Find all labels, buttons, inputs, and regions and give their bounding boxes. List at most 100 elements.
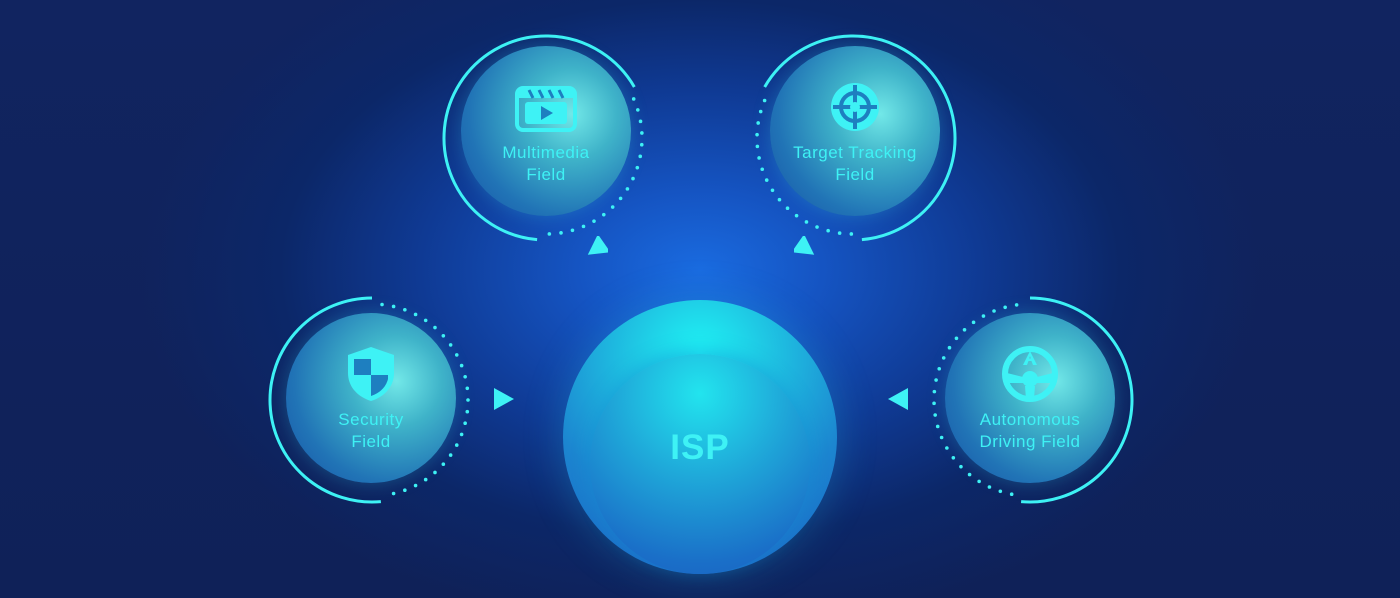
video-player-icon (515, 86, 577, 132)
ring-dot (760, 167, 765, 172)
ring-dot (755, 144, 760, 149)
target-tracking-field-label: Target Tracking Field (793, 143, 917, 184)
ring-dot (636, 108, 640, 112)
ring-dot (945, 446, 949, 450)
ring-dot (380, 302, 384, 307)
ring-dot (635, 165, 640, 170)
ring-dot (785, 206, 790, 211)
ring-dot (954, 336, 959, 341)
ring-dot (941, 356, 946, 360)
ring-dot (631, 97, 636, 101)
ring-dot (987, 485, 992, 489)
ring-dot (466, 398, 470, 402)
multimedia-arrow-icon (587, 236, 608, 255)
ring-dot (391, 304, 396, 309)
target-ring (755, 34, 957, 242)
ring-dot (592, 219, 596, 223)
ring-dot (971, 320, 976, 325)
ring-dot (933, 413, 937, 417)
ring-dot (959, 464, 963, 469)
ring-dot (804, 220, 809, 224)
ring-dot (815, 225, 819, 229)
ring-solid-arc (763, 34, 957, 242)
ring-solid-arc (1020, 296, 1134, 504)
ring-dot (758, 109, 763, 114)
ring-dot (962, 327, 967, 332)
isp-label: ISP (670, 428, 730, 467)
ring-dot (1014, 303, 1019, 307)
shield-icon (348, 347, 394, 401)
ring-dot (794, 213, 799, 218)
ring-dot (391, 491, 396, 496)
ring-dot (433, 325, 437, 330)
ring-dot (625, 187, 630, 191)
isp-inner-circle (590, 354, 810, 574)
ring-dot (448, 343, 453, 347)
ring-dot (610, 205, 615, 209)
ring-dot (601, 212, 606, 217)
autonomous-driving-field-node: Autonomous Driving Field (945, 313, 1115, 483)
security-field-label: Security Field (338, 410, 404, 451)
ring-dot (967, 472, 972, 477)
ring-dot (448, 453, 453, 457)
steering-wheel-icon (1002, 346, 1058, 402)
security-ring (268, 296, 470, 504)
multimedia-field-label: Multimedia Field (502, 143, 590, 184)
ring-dot (932, 389, 937, 394)
ring-dot (932, 401, 936, 406)
ring-dot (459, 432, 464, 437)
ring-dot (463, 421, 467, 426)
ring-dot (937, 366, 942, 371)
ring-dot (465, 386, 470, 391)
ring-dot (998, 489, 1003, 494)
ring-dot (764, 178, 769, 182)
ring-dot (413, 483, 418, 488)
ring-solid-arc (442, 34, 636, 242)
ring-dot (454, 353, 459, 357)
ring-dot (403, 307, 407, 312)
ring-dot (939, 435, 944, 440)
security-arrow-icon (494, 388, 514, 410)
ring-dot (981, 314, 986, 318)
ring-dot (413, 312, 418, 317)
multimedia-ring (442, 34, 644, 242)
ring-dot (837, 231, 842, 235)
ring-dot (631, 176, 635, 181)
ring-dot (459, 363, 464, 368)
crosshair-target-icon (831, 83, 879, 131)
ring-dot (762, 98, 767, 103)
ring-dot (463, 374, 467, 379)
ring-dot (465, 409, 470, 414)
ring-dot (640, 131, 644, 135)
autonomous-arrow-icon (888, 388, 908, 410)
ring-dot (977, 479, 981, 484)
ring-dot (1003, 305, 1007, 310)
ring-dot (559, 231, 563, 235)
ring-dot (547, 232, 552, 236)
ring-dot (755, 132, 759, 137)
target-tracking-field-node: Target Tracking Field (770, 46, 940, 216)
ring-dot (992, 309, 996, 313)
ring-dot (638, 119, 643, 124)
ring-dot (570, 228, 575, 233)
ring-dot (935, 424, 940, 429)
autonomous-driving-field-label: Autonomous Driving Field (979, 410, 1081, 451)
ring-dot (638, 154, 643, 159)
ring-dot (581, 224, 586, 229)
ring-dot (423, 318, 428, 323)
ring-dot (618, 196, 623, 201)
autonomous-ring (932, 296, 1134, 504)
ring-dot (951, 455, 956, 460)
security-field-node: Security Field (286, 313, 456, 483)
ring-dot (1009, 492, 1014, 497)
ring-dot (947, 345, 952, 350)
ring-dot (454, 443, 459, 447)
multimedia-field-node: Multimedia Field (461, 46, 631, 216)
ring-dot (441, 333, 446, 338)
ring-dot (934, 378, 938, 382)
ring-dot (423, 477, 428, 482)
ring-dot (639, 142, 644, 147)
ring-dot (826, 228, 830, 233)
ring-dot (849, 232, 854, 236)
ring-dot (770, 188, 775, 193)
